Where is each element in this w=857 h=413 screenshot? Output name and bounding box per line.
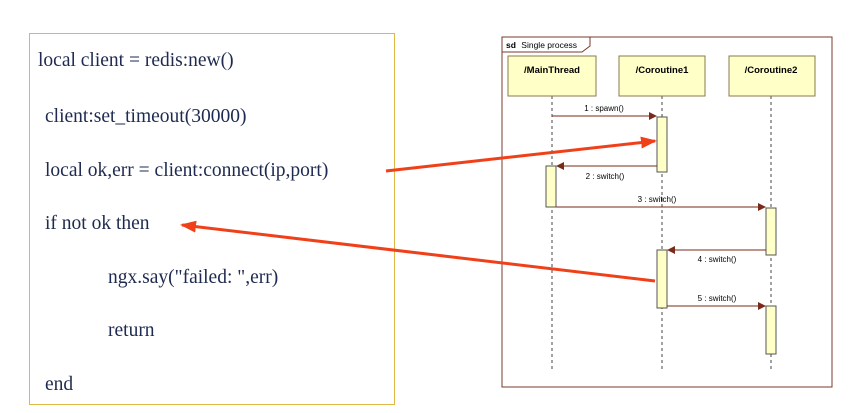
message-label-2: 2 : switch() bbox=[586, 172, 625, 181]
activation-coroutine2-1 bbox=[765, 207, 777, 256]
code-line-3: local ok,err = client:connect(ip,port) bbox=[45, 160, 329, 181]
activation-coroutine1-2 bbox=[656, 249, 668, 309]
callout-arrow-connect bbox=[385, 136, 657, 173]
frame-keyword: sd bbox=[506, 40, 516, 50]
activation-coroutine2-2 bbox=[765, 305, 777, 355]
callout-arrow-check bbox=[180, 220, 656, 283]
code-line-6: return bbox=[108, 320, 155, 341]
lifeline-label-coroutine2: /Coroutine2 bbox=[745, 65, 798, 76]
message-label-3: 3 : switch() bbox=[638, 195, 677, 204]
svg-text:sd Single process: sd Single process bbox=[506, 40, 577, 50]
frame-title-tab bbox=[501, 36, 591, 53]
code-line-1: local client = redis:new() bbox=[38, 50, 234, 71]
lifeline-head-coroutine2 bbox=[728, 55, 816, 97]
lifeline-label-mainthread: /MainThread bbox=[524, 65, 580, 76]
code-line-5: ngx.say("failed: ",err) bbox=[108, 267, 279, 288]
code-line-7: end bbox=[45, 374, 74, 395]
code-line-2: client:set_timeout(30000) bbox=[45, 106, 247, 127]
code-panel bbox=[29, 33, 395, 405]
frame-title: Single process bbox=[521, 40, 577, 50]
code-line-4: if not ok then bbox=[45, 213, 150, 234]
lifeline-label-coroutine1: /Coroutine1 bbox=[636, 65, 689, 76]
lifeline-head-coroutine1 bbox=[618, 55, 706, 97]
message-label-4: 4 : switch() bbox=[698, 255, 737, 264]
message-label-5: 5 : switch() bbox=[698, 294, 737, 303]
lifeline-head-mainthread bbox=[507, 55, 597, 97]
activation-mainthread-1 bbox=[545, 165, 557, 208]
activation-coroutine1-1 bbox=[656, 116, 668, 173]
message-label-1: 1 : spawn() bbox=[584, 104, 624, 113]
